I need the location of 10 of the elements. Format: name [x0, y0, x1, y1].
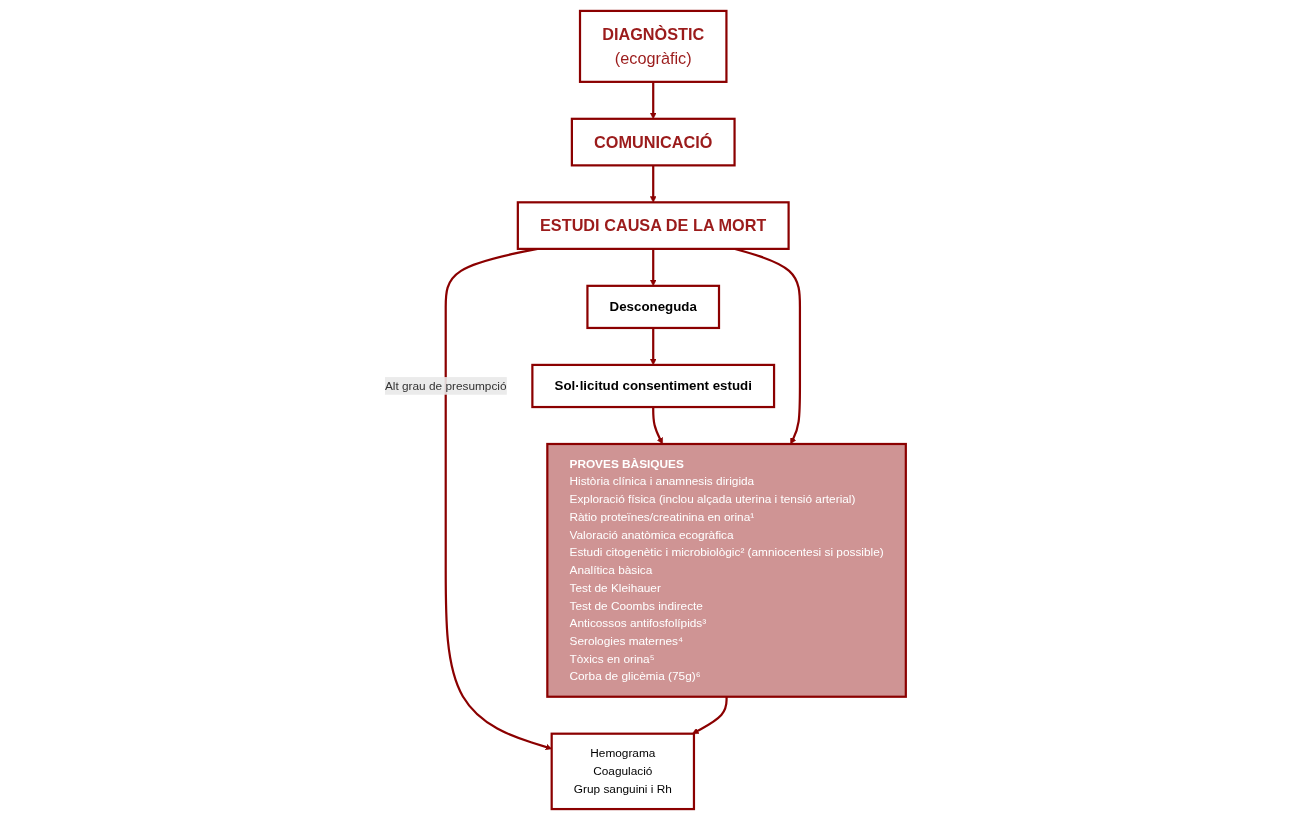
node-box: COMUNICACIÓ — [570, 117, 736, 167]
node-box: Desconeguda — [585, 284, 720, 330]
edge-label: Alt grau de presumpció — [384, 379, 507, 392]
arrow — [691, 696, 728, 734]
node-box: PROVES BÀSIQUES Història clínica i anamnesis dirigida Exploració física (inclou alçada uterina i tensió arterial) Ràtio proteïnes/creatinina en orina¹ Valoració anatòmica ecogràfica Estudi citogenètic i microbiològic² (amniocentesi si possible) Analítica bàsica Test de Kleihauer Test de Coombs indirecte Anticossos antifosfolípids³ Serologies maternes⁴ Tòxics en orina⁵ Corba de glicèmia (75g)⁶ — [545, 442, 907, 698]
arrow — [649, 165, 657, 203]
node-box: Hemograma Coagulació Grup sanguini i Rh — [550, 732, 695, 811]
node-box: ESTUDI CAUSA DE LA MORT — [516, 201, 790, 250]
node-box: DIAGNÒSTIC (ecogràfic) — [578, 9, 728, 83]
node-box: Sol·licitud consentiment estudi — [530, 363, 775, 409]
